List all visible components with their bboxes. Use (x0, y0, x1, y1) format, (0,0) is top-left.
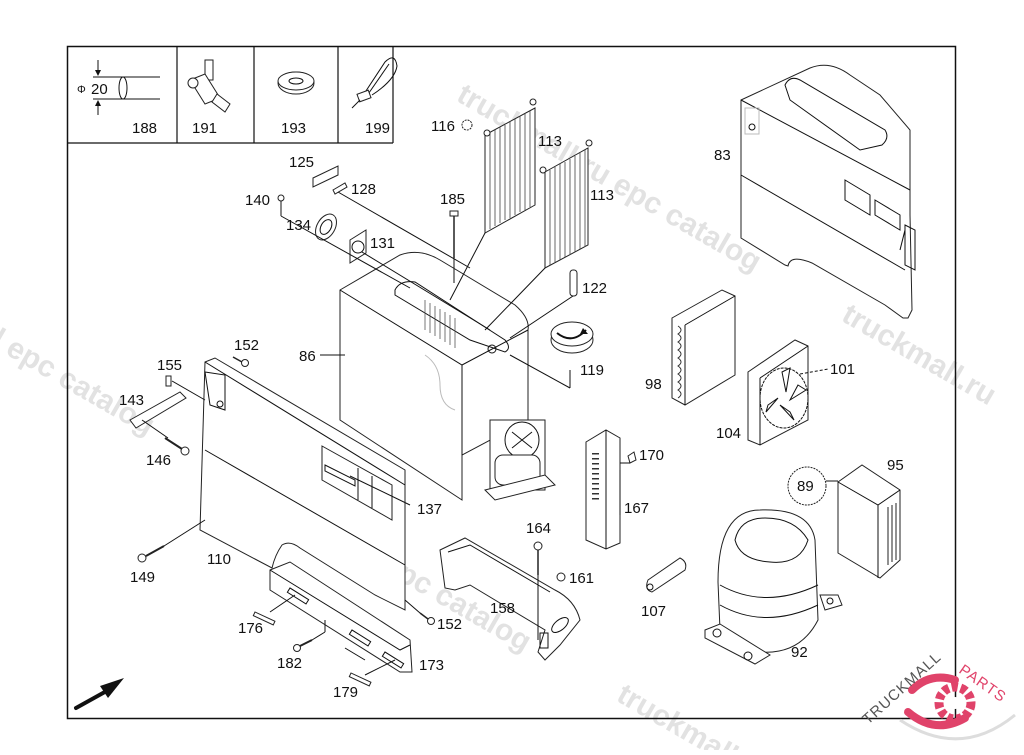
callout-173[interactable]: 173 (419, 657, 444, 674)
callout-101[interactable]: 101 (830, 361, 855, 378)
small-fan (349, 229, 367, 264)
callout-104[interactable]: 104 (716, 425, 741, 442)
callout-146[interactable]: 146 (146, 452, 171, 469)
fan-frame (747, 339, 809, 446)
filter-grille-upper (483, 98, 537, 234)
gear-icon (934, 682, 976, 724)
leader-lines (141, 191, 906, 676)
callout-137[interactable]: 137 (417, 501, 442, 518)
rivet-176 (252, 611, 276, 626)
dimension-label: 20 (91, 81, 108, 98)
callout-119[interactable]: 119 (580, 362, 604, 379)
gasket-plate (312, 165, 339, 188)
screw-152-upper (232, 356, 249, 367)
control-panel (321, 445, 393, 521)
logo-text-right: PARTS (956, 661, 1010, 706)
callout-89[interactable]: 89 (797, 478, 814, 495)
callout-131[interactable]: 131 (370, 235, 395, 252)
rivet-179 (348, 672, 372, 687)
diagram-frame (66, 45, 957, 720)
callout-152-lower[interactable]: 152 (437, 616, 462, 633)
rail-173 (269, 561, 413, 673)
callout-107[interactable]: 107 (641, 603, 666, 620)
clip-155 (165, 375, 172, 387)
watermark-text: truckmall.ru (612, 677, 777, 750)
tee-connector-icon (187, 59, 231, 113)
nut-161 (556, 572, 566, 582)
callout-164[interactable]: 164 (526, 520, 551, 537)
cable-tie-icon (351, 57, 398, 109)
legend-part-193[interactable]: 193 (281, 120, 306, 137)
front-panel (199, 357, 406, 611)
fan-blade (765, 367, 807, 421)
callout-167[interactable]: 167 (624, 500, 649, 517)
nut-116 (461, 119, 473, 131)
bolt-164 (533, 541, 543, 630)
callout-113-upper[interactable]: 113 (538, 133, 562, 150)
mounting-bracket (439, 537, 581, 661)
callout-134[interactable]: 134 (286, 217, 311, 234)
legend-part-199[interactable]: 199 (365, 120, 390, 137)
compressor (704, 509, 843, 665)
callout-155[interactable]: 155 (157, 357, 182, 374)
callout-128[interactable]: 128 (351, 181, 376, 198)
callout-113-lower[interactable]: 113 (590, 187, 614, 204)
callout-170[interactable]: 170 (639, 447, 664, 464)
screw-170 (627, 451, 637, 464)
clip-128 (332, 182, 348, 195)
watermark-text: truckmall.ru (837, 297, 1002, 411)
callout-labels: 116 113 113 125 128 140 134 131 185 122 … (119, 118, 904, 701)
screw-182 (293, 639, 313, 652)
hose-diameter-icon: Φ 20 (77, 60, 160, 115)
pin-122 (569, 269, 578, 297)
front-direction-arrow (74, 678, 124, 710)
screw-146 (164, 437, 190, 456)
outer-cover (740, 64, 916, 319)
housing (339, 251, 556, 501)
filter-grille-lower (539, 139, 593, 269)
legend-part-188[interactable]: 188 (132, 120, 157, 137)
callout-83[interactable]: 83 (714, 147, 731, 164)
callout-158[interactable]: 158 (490, 600, 515, 617)
callout-95[interactable]: 95 (887, 457, 904, 474)
callout-161[interactable]: 161 (569, 570, 594, 587)
callout-143[interactable]: 143 (119, 392, 144, 409)
grommet-icon (277, 71, 315, 95)
bolt-185 (449, 210, 459, 258)
callout-125[interactable]: 125 (289, 154, 314, 171)
strip-143 (129, 391, 187, 429)
relay-box (837, 464, 901, 579)
logo-text-left: TRUCKMALL (859, 649, 945, 728)
screw-152-lower (419, 612, 435, 625)
condenser (671, 289, 736, 406)
callout-185[interactable]: 185 (440, 191, 465, 208)
legend-box: Φ 20 188 191 193 199 (67, 46, 398, 144)
screw-149 (137, 545, 165, 563)
callout-98[interactable]: 98 (645, 376, 662, 393)
callout-122[interactable]: 122 (582, 280, 607, 297)
callout-92[interactable]: 92 (791, 644, 808, 661)
dryer-filter (646, 557, 687, 593)
callout-86[interactable]: 86 (299, 348, 316, 365)
callout-176[interactable]: 176 (238, 620, 263, 637)
callout-140[interactable]: 140 (245, 192, 270, 209)
truckmall-parts-logo: TRUCKMALL PARTS (859, 649, 1016, 741)
knob-119 (550, 321, 594, 354)
callout-149[interactable]: 149 (130, 569, 155, 586)
legend-part-191[interactable]: 191 (192, 120, 217, 137)
callout-182[interactable]: 182 (277, 655, 302, 672)
screw-140 (277, 194, 285, 216)
callout-116[interactable]: 116 (431, 118, 455, 135)
callout-110[interactable]: 110 (207, 551, 231, 568)
diameter-symbol: Φ (77, 84, 86, 96)
circle-marker-89 (787, 466, 827, 506)
vent-panel (585, 429, 621, 550)
fan-guard (315, 213, 337, 241)
callout-179[interactable]: 179 (333, 684, 358, 701)
callout-152-upper[interactable]: 152 (234, 337, 259, 354)
